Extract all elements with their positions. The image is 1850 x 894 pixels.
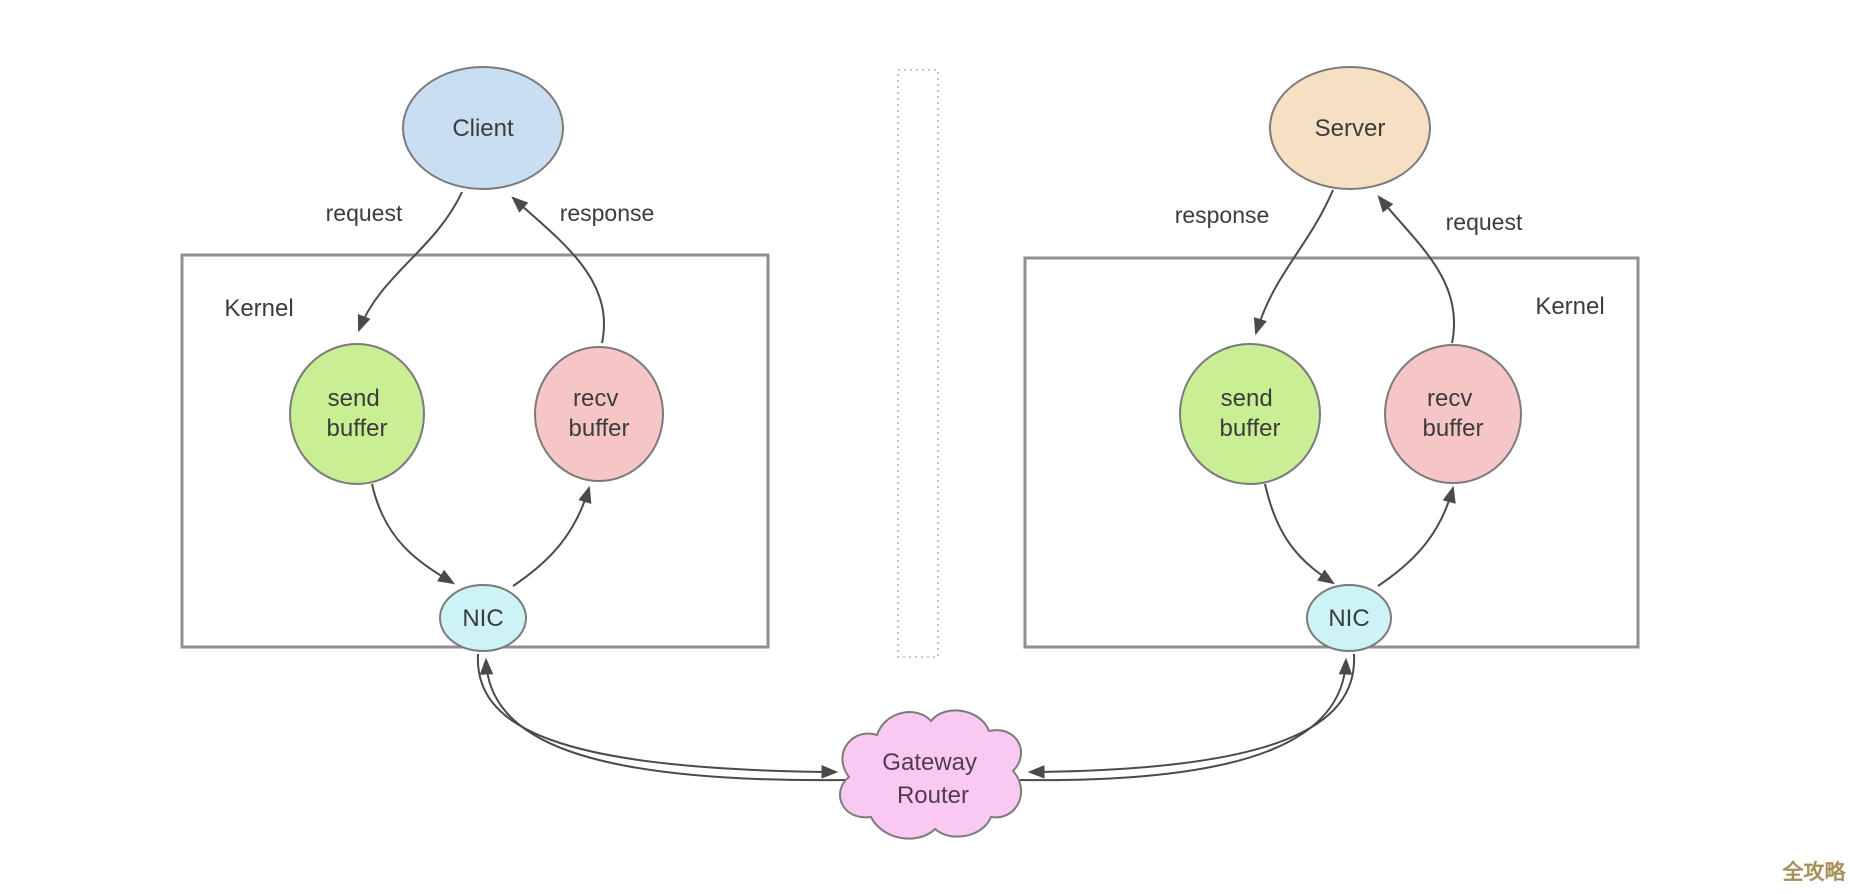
network-boundary-dashed-box	[897, 69, 939, 658]
edge-client-to-send-buffer	[357, 191, 463, 333]
send-buffer-label-right: send buffer	[1220, 385, 1281, 442]
response-label-left: response	[560, 200, 655, 226]
send-buffer-label-left: send buffer	[327, 385, 388, 442]
edge-nic-to-gateway-right	[1027, 653, 1356, 779]
edge-server-to-send-buffer	[1253, 189, 1334, 336]
edge-recv-buffer-to-client	[511, 196, 605, 344]
server-label: Server	[1315, 115, 1386, 142]
client-node	[402, 66, 564, 190]
edge-nic-to-recv-buffer-right	[1377, 485, 1456, 587]
nic-node-right	[1306, 584, 1392, 652]
request-label-left: request	[326, 200, 403, 226]
response-label-right: response	[1175, 202, 1270, 228]
send-buffer-node-left	[289, 343, 425, 485]
watermark-text: 全攻略	[1782, 860, 1847, 884]
edge-gateway-to-nic-left	[479, 657, 847, 782]
edge-nic-to-recv-buffer-left	[512, 485, 592, 587]
edge-send-buffer-to-nic-left	[371, 483, 456, 585]
recv-buffer-label-left: recv buffer	[569, 385, 630, 442]
nic-node-left	[439, 584, 527, 652]
edge-nic-to-gateway-left	[476, 653, 839, 779]
client-label: Client	[452, 115, 514, 142]
recv-buffer-node-left	[534, 346, 664, 482]
send-buffer-node-right	[1179, 343, 1321, 485]
recv-buffer-label-right: recv buffer	[1423, 385, 1484, 442]
gateway-router-label: Gateway Router	[882, 749, 983, 809]
kernel-label-left: Kernel	[224, 295, 293, 322]
gateway-router-cloud	[839, 709, 1023, 840]
recv-buffer-node-right	[1384, 344, 1522, 484]
edge-recv-buffer-to-server	[1377, 195, 1455, 344]
edge-gateway-to-nic-right	[1019, 657, 1353, 782]
request-label-right: request	[1446, 209, 1523, 235]
kernel-label-right: Kernel	[1535, 293, 1604, 320]
nic-label-right: NIC	[1328, 605, 1369, 632]
server-node	[1269, 66, 1431, 190]
nic-label-left: NIC	[462, 605, 503, 632]
edges	[357, 189, 1456, 782]
edge-send-buffer-to-nic-right	[1264, 483, 1335, 585]
